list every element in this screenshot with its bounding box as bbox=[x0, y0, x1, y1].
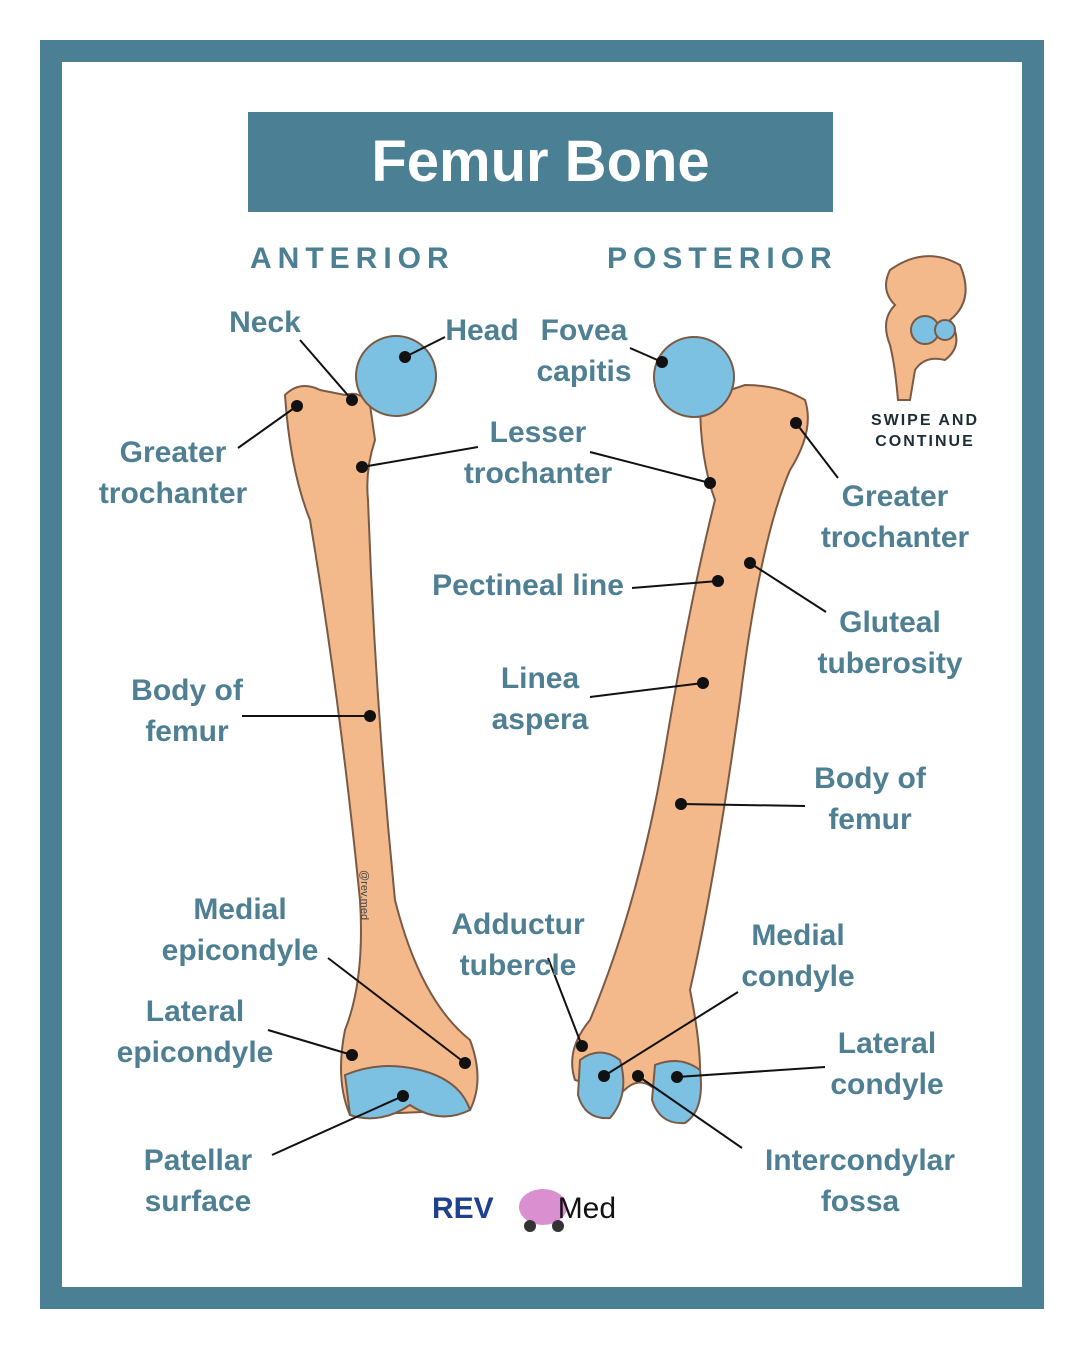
logo-brain-car-icon bbox=[519, 1189, 567, 1232]
label-line: Patellar bbox=[143, 1144, 253, 1177]
label-line: Gluteal bbox=[839, 606, 941, 639]
label-pectineal-line: Pectineal line bbox=[432, 565, 624, 606]
label-adductur-tubercle: Adductur tubercle bbox=[451, 904, 584, 986]
label-line: trochanter bbox=[98, 477, 248, 510]
label-line: Medial bbox=[751, 919, 845, 952]
label-line: tubercle bbox=[459, 949, 577, 982]
label-line: Lesser bbox=[489, 416, 587, 449]
watermark: @rev.med bbox=[358, 870, 370, 921]
label-line: Fovea bbox=[540, 314, 628, 347]
label-line: Greater bbox=[841, 480, 949, 513]
posterior-heading: POSTERIOR bbox=[607, 242, 838, 275]
swipe-hint: SWIPE AND CONTINUE bbox=[871, 410, 979, 452]
label-line: Neck bbox=[229, 306, 301, 339]
label-line: epicondyle bbox=[161, 934, 319, 967]
label-head: Head bbox=[445, 310, 518, 351]
label-line: Lateral bbox=[145, 995, 245, 1028]
frame-border bbox=[40, 40, 1044, 1309]
label-line: Head bbox=[445, 314, 519, 347]
label-line: fossa bbox=[820, 1185, 900, 1218]
hip-joint-icon bbox=[885, 255, 967, 401]
label-line: femur bbox=[145, 715, 229, 748]
label-lateral-epicondyle: Lateral epicondyle bbox=[117, 991, 274, 1073]
posterior-medial-condyle bbox=[576, 1051, 625, 1120]
posterior-head bbox=[653, 336, 735, 418]
label-line: Pectineal line bbox=[432, 569, 624, 602]
logo-med: Med bbox=[557, 1192, 617, 1225]
label-line: Body of bbox=[131, 674, 243, 707]
label-line: condyle bbox=[741, 960, 855, 993]
label-body-anterior: Body of femur bbox=[131, 670, 243, 752]
label-line: femur bbox=[828, 803, 912, 836]
label-patellar-surface: Patellar surface bbox=[144, 1140, 252, 1222]
label-intercondylar-fossa: Intercondylar fossa bbox=[765, 1140, 955, 1222]
label-line: aspera bbox=[491, 703, 589, 736]
label-medial-condyle: Medial condyle bbox=[741, 915, 854, 997]
label-line: surface bbox=[144, 1185, 252, 1218]
swipe-line: CONTINUE bbox=[875, 433, 975, 450]
label-gluteal-tuberosity: Gluteal tuberosity bbox=[817, 602, 962, 684]
logo-rev: REV bbox=[432, 1192, 494, 1225]
label-linea-aspera: Linea aspera bbox=[492, 658, 589, 740]
label-line: tuberosity bbox=[817, 647, 963, 680]
anterior-heading: ANTERIOR bbox=[250, 242, 455, 275]
label-line: Linea bbox=[500, 662, 580, 695]
label-line: Greater bbox=[119, 436, 227, 469]
label-neck: Neck bbox=[229, 302, 301, 343]
title-banner bbox=[248, 112, 833, 212]
label-line: Lateral bbox=[837, 1027, 937, 1060]
label-greater-trochanter-posterior: Greater trochanter bbox=[821, 476, 969, 558]
page-title: Femur Bone bbox=[371, 129, 710, 194]
label-medial-epicondyle: Medial epicondyle bbox=[162, 889, 319, 971]
label-line: Intercondylar bbox=[764, 1144, 956, 1177]
label-line: Adductur bbox=[451, 908, 585, 941]
label-greater-trochanter-anterior: Greater trochanter bbox=[99, 432, 247, 514]
label-line: Medial bbox=[193, 893, 287, 926]
anterior-head bbox=[355, 335, 437, 417]
label-fovea-capitis: Fovea capitis bbox=[536, 310, 631, 392]
marker-dots bbox=[291, 351, 802, 1102]
label-line: trochanter bbox=[463, 457, 613, 490]
swipe-line: SWIPE AND bbox=[870, 412, 980, 429]
label-line: condyle bbox=[830, 1068, 944, 1101]
revmed-logo: REV Med bbox=[432, 1192, 616, 1226]
label-lateral-condyle: Lateral condyle bbox=[830, 1023, 943, 1105]
label-line: Body of bbox=[814, 762, 926, 795]
label-body-posterior: Body of femur bbox=[814, 758, 926, 840]
label-line: epicondyle bbox=[116, 1036, 274, 1069]
leader-lines bbox=[237, 336, 839, 1156]
label-line: capitis bbox=[536, 355, 632, 388]
label-lesser-trochanter: Lesser trochanter bbox=[464, 412, 612, 494]
label-line: trochanter bbox=[820, 521, 970, 554]
anterior-femur bbox=[283, 385, 479, 1117]
